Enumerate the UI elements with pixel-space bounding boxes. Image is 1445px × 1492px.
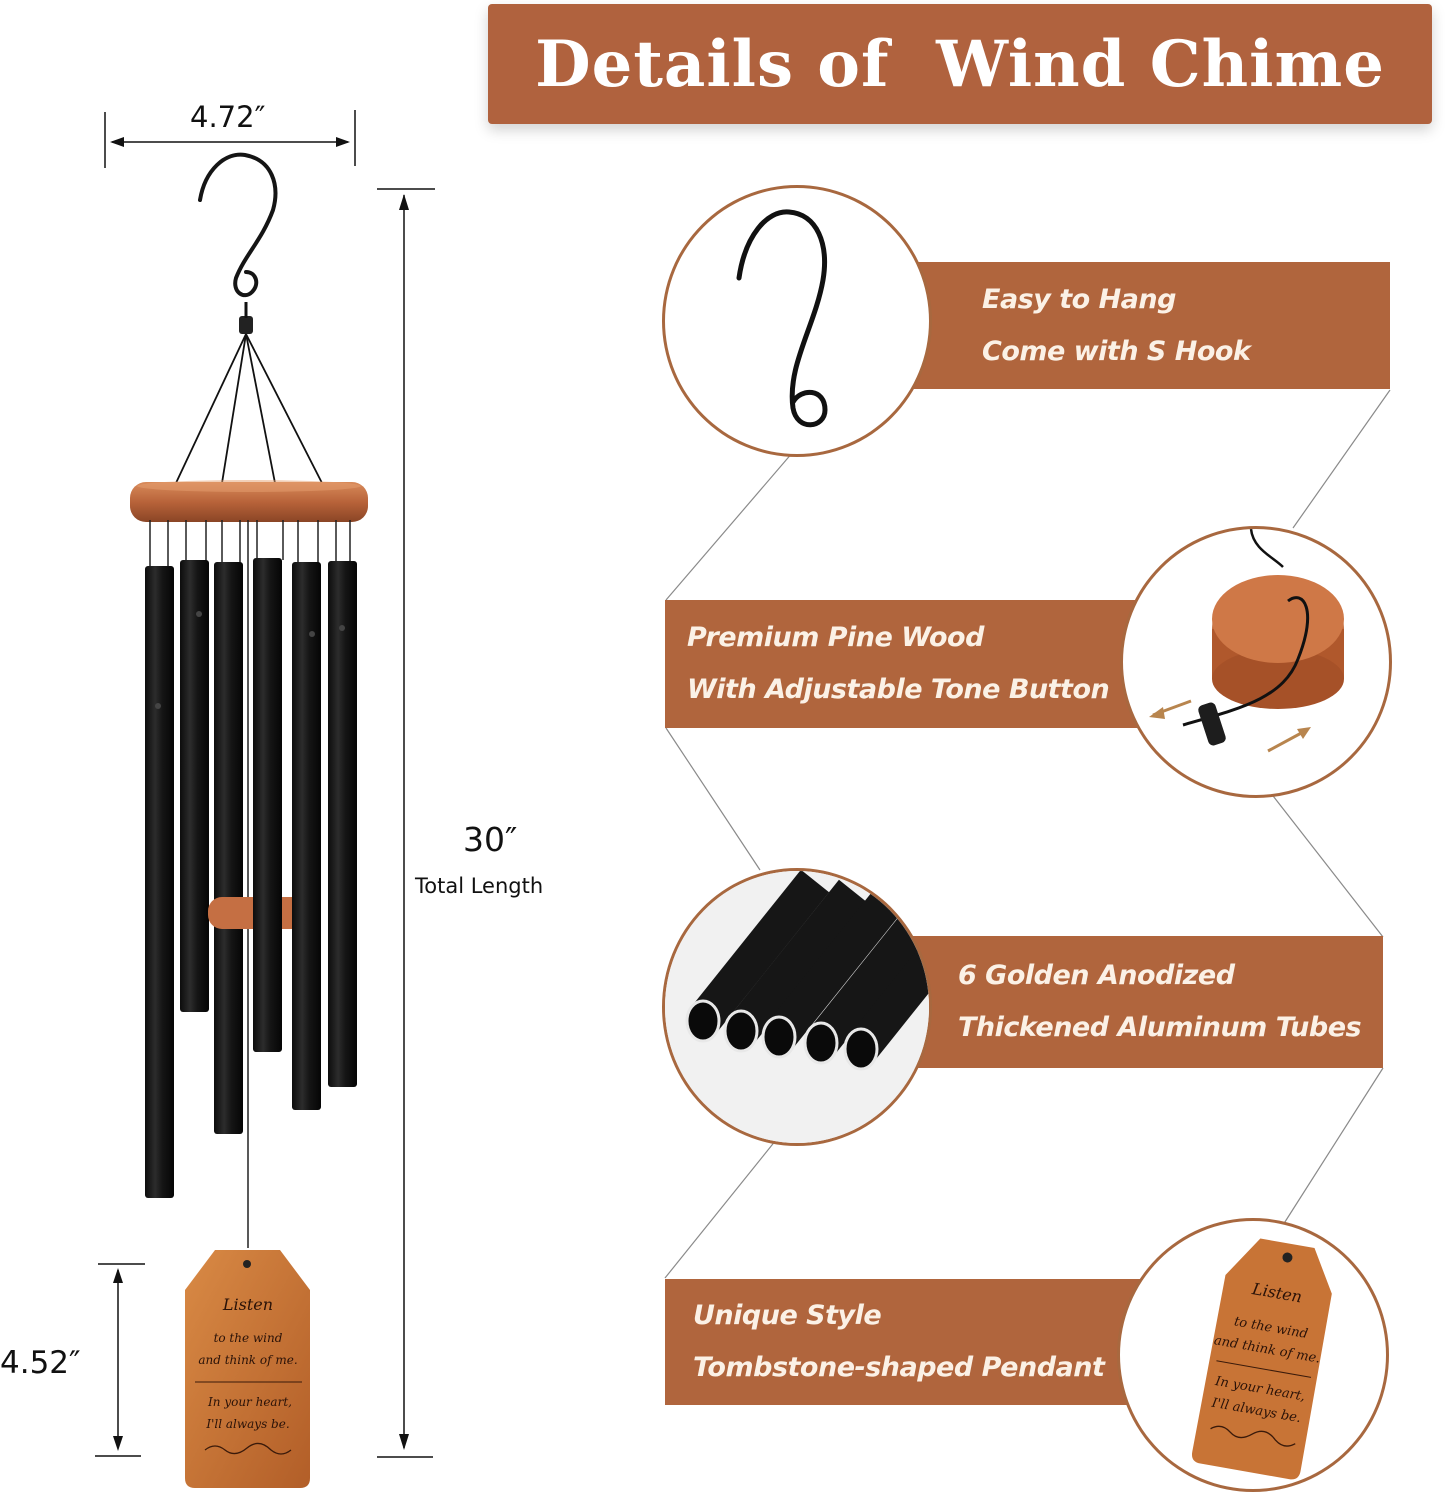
svg-text:and think of me.: and think of me. [198, 1353, 297, 1367]
pendant-image: Listen to the wind and think of me. In y… [1117, 1218, 1389, 1492]
wood-striker-image [1120, 526, 1392, 798]
feature-1-line1: Easy to Hang [982, 283, 1176, 315]
aluminum-tubes-image [662, 868, 932, 1146]
product-illustration: Listen to the wind and think of me. In y… [0, 0, 600, 1492]
svg-text:In your heart,: In your heart, [207, 1395, 292, 1409]
feature-3-line1: 6 Golden Anodized [958, 960, 1235, 991]
aluminum-tubes-icon [665, 871, 929, 1143]
pendant-height-label: 4.52″ [0, 1345, 81, 1381]
total-length-label: Total Length [415, 874, 544, 898]
title-banner: Details of Wind Chime [488, 4, 1432, 124]
feature-banner-hook: Easy to Hang Come with S Hook [900, 262, 1390, 389]
page-title: Details of Wind Chime [535, 26, 1385, 102]
feature-banner-wood: Premium Pine Wood With Adjustable Tone B… [665, 600, 1145, 728]
feature-2-line1: Premium Pine Wood [687, 622, 984, 653]
width-dimension-label: 4.72″ [190, 100, 266, 134]
pendant-icon: Listen to the wind and think of me. In y… [1191, 1238, 1332, 1480]
feature-4-line1: Unique Style [693, 1300, 882, 1331]
s-hook-icon [736, 209, 828, 428]
feature-4-line2: Tombstone-shaped Pendant [693, 1352, 1105, 1383]
svg-text:Listen: Listen [222, 1295, 273, 1314]
feature-1-line2: Come with S Hook [982, 335, 1251, 367]
feature-3-line2: Thickened Aluminum Tubes [958, 1012, 1362, 1043]
wood-striker-icon [1149, 529, 1344, 753]
svg-text:to the wind: to the wind [214, 1331, 283, 1345]
feature-banner-tubes: 6 Golden Anodized Thickened Aluminum Tub… [900, 936, 1383, 1068]
total-length-value: 30″ [463, 820, 518, 859]
feature-banner-pendant: Unique Style Tombstone-shaped Pendant [665, 1279, 1145, 1405]
s-hook-image [662, 185, 932, 457]
feature-2-line2: With Adjustable Tone Button [687, 674, 1110, 705]
svg-text:I'll always be.: I'll always be. [205, 1417, 289, 1431]
wind-chime-diagram: Listen to the wind and think of me. In y… [95, 110, 435, 1488]
